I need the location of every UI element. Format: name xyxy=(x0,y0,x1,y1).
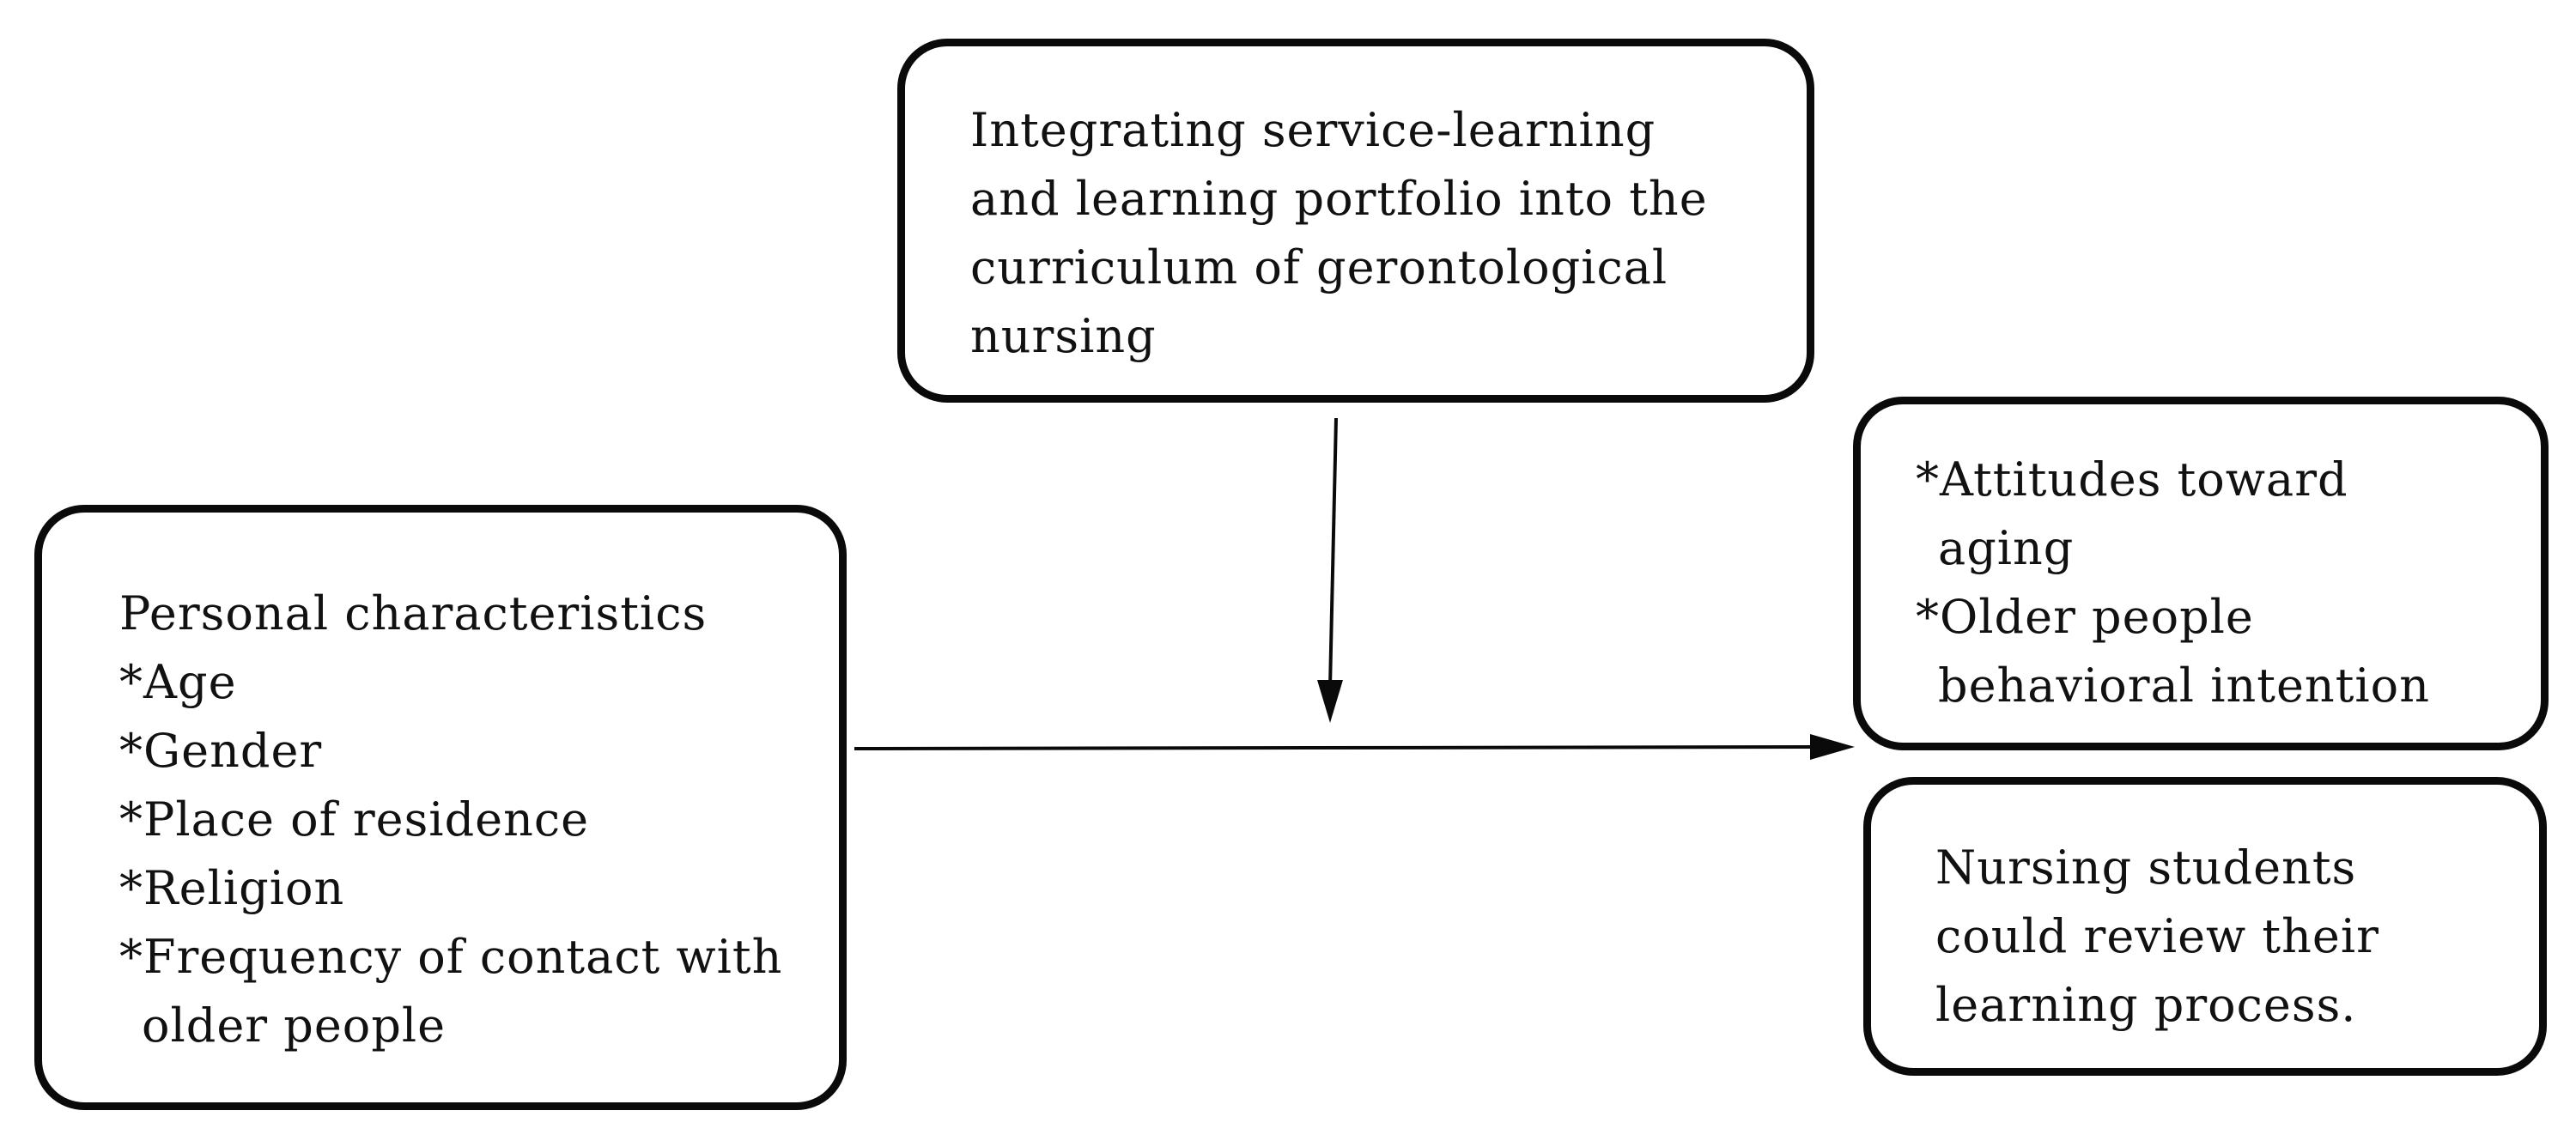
moderation-arrow xyxy=(1317,417,1343,723)
intervention-box: Integrating service-learning and learnin… xyxy=(897,39,1814,403)
intervention-text: Integrating service-learning and learnin… xyxy=(970,96,1708,371)
personal-characteristics-box: Personal characteristics *Age *Gender *P… xyxy=(34,505,847,1110)
review-line: learning process. xyxy=(1935,978,2357,1032)
personal-item: *Frequency of contact with xyxy=(119,930,783,984)
personal-item: *Place of residence xyxy=(119,792,590,847)
personal-item: *Age xyxy=(119,655,237,709)
personal-item: *Religion xyxy=(119,861,345,915)
personal-item: older people xyxy=(142,998,447,1053)
outcome-line: *Older people xyxy=(1916,590,2254,644)
intervention-line: curriculum of gerontological xyxy=(970,240,1668,294)
intervention-line: and learning portfolio into the xyxy=(970,172,1708,226)
outcome-line: aging xyxy=(1938,521,2075,575)
review-line: could review their xyxy=(1935,909,2379,963)
main-effect-arrow xyxy=(854,734,1855,760)
intervention-line: nursing xyxy=(970,309,1157,363)
review-line: Nursing students xyxy=(1935,841,2357,895)
outcomes-box: *Attitudes toward aging *Older people be… xyxy=(1853,397,2549,750)
personal-characteristics-title: Personal characteristics xyxy=(119,586,708,640)
personal-item: *Gender xyxy=(119,724,323,778)
intervention-line: Integrating service-learning xyxy=(970,103,1656,157)
learning-review-text: Nursing students could review their lear… xyxy=(1935,834,2379,1040)
personal-characteristics-text: Personal characteristics *Age *Gender *P… xyxy=(119,580,782,1060)
learning-review-box: Nursing students could review their lear… xyxy=(1863,777,2547,1076)
outcomes-text: *Attitudes toward aging *Older people be… xyxy=(1916,446,2430,720)
outcome-line: behavioral intention xyxy=(1938,658,2430,713)
outcome-line: *Attitudes toward xyxy=(1916,452,2348,507)
